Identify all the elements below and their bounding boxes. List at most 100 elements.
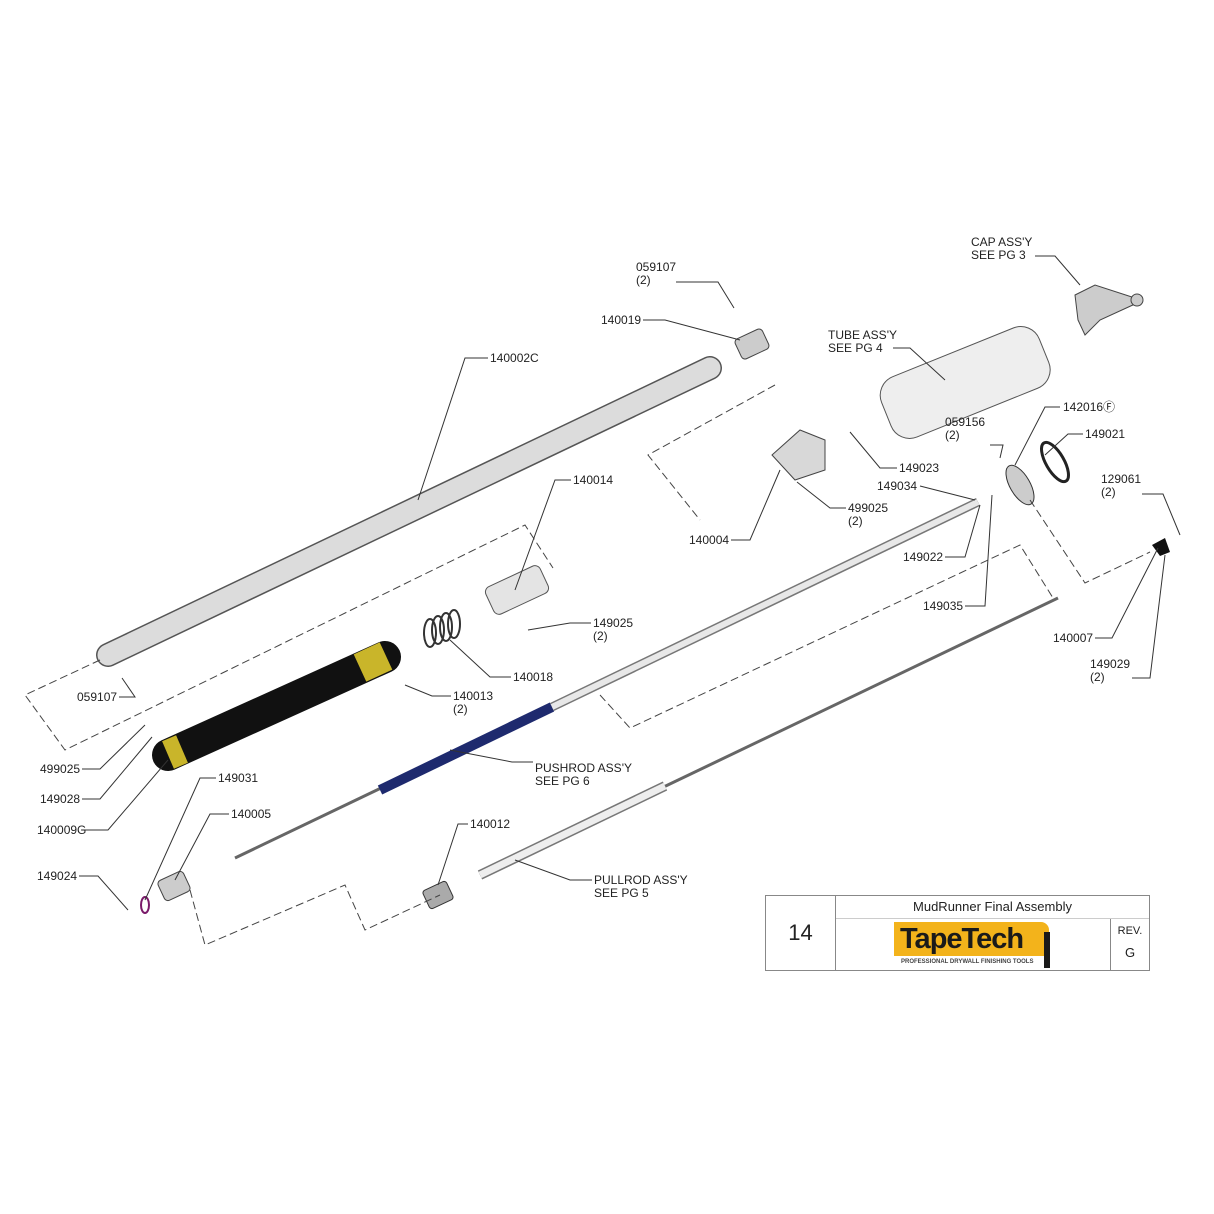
part-callout-label: 140014	[573, 473, 613, 487]
leader-line	[849, 431, 897, 469]
part-callout-label: 499025	[40, 762, 80, 776]
part-140014	[484, 565, 550, 615]
leader-line	[919, 485, 976, 501]
part-142016	[1005, 464, 1035, 506]
part-callout-label: 149024	[37, 869, 77, 883]
part-pushrod-blue	[377, 702, 555, 795]
leader-line	[965, 494, 993, 607]
leader-line	[1044, 433, 1083, 456]
part-callout-label: 149029	[1090, 657, 1130, 671]
part-callout-label: SEE PG 6	[535, 774, 590, 788]
leader-line	[1014, 406, 1060, 466]
leader-line	[449, 639, 511, 678]
leader-line	[79, 875, 129, 911]
part-callout-label: 140004	[689, 533, 729, 547]
part-140019	[734, 328, 770, 360]
revision-cell: REV. G	[1110, 919, 1149, 970]
part-149021-oring	[1040, 440, 1070, 484]
part-pullrod-sleeve-fill	[478, 782, 667, 879]
part-callout-label: 129061	[1101, 472, 1141, 486]
part-callout-label: 149035	[923, 599, 963, 613]
part-callout-label: (2)	[848, 514, 863, 528]
leader-line	[514, 859, 592, 881]
part-callout-label: 149022	[903, 550, 943, 564]
rev-label: REV.	[1117, 925, 1143, 937]
page-number: 14	[766, 896, 836, 970]
leader-line	[1035, 255, 1081, 286]
part-callout-label: TUBE ASS'Y	[828, 328, 897, 342]
leader-line	[449, 749, 533, 763]
part-callout-label: 149021	[1085, 427, 1125, 441]
part-callout-label: (2)	[636, 273, 651, 287]
leader-line	[119, 677, 136, 698]
leader-line	[945, 504, 981, 558]
logo-text: TapeTech	[900, 923, 1024, 955]
part-tube-assy	[879, 326, 1051, 439]
part-callout-label: SEE PG 4	[828, 341, 883, 355]
part-cap-knob	[1130, 293, 1144, 307]
assembly-path	[599, 544, 1054, 729]
part-callout-label: SEE PG 5	[594, 886, 649, 900]
leader-line	[82, 736, 153, 800]
part-cap-assy	[1074, 284, 1136, 336]
part-callout-label: PUSHROD ASS'Y	[535, 761, 632, 775]
part-callout-label: SEE PG 3	[971, 248, 1026, 262]
leader-line	[893, 347, 946, 381]
tapetech-logo: TapeTech PROFESSIONAL DRYWALL FINISHING …	[894, 922, 1054, 968]
leader-line	[676, 281, 735, 309]
assembly-path	[189, 884, 441, 946]
part-140004	[771, 429, 826, 481]
leader-line	[1132, 554, 1166, 679]
part-callout-label: 140002C	[490, 351, 539, 365]
part-callout-label: 140007	[1053, 631, 1093, 645]
leader-line	[514, 479, 571, 591]
part-callout-label: 140012	[470, 817, 510, 831]
part-callout-label: 149034	[877, 479, 917, 493]
part-pushrod-highlight	[550, 499, 980, 710]
assembly-path	[1029, 499, 1151, 584]
part-main-tube-fill	[97, 357, 721, 666]
part-149031	[140, 896, 150, 914]
part-callout-label: CAP ASS'Y	[971, 235, 1032, 249]
title-block: 14 MudRunner Final Assembly TapeTech PRO…	[765, 895, 1150, 971]
part-tube-yellow-end	[162, 735, 188, 769]
leader-line	[404, 684, 451, 697]
logo-bar	[1044, 932, 1050, 968]
part-140007	[1152, 538, 1170, 556]
part-callout-label: (2)	[945, 428, 960, 442]
part-140012	[422, 880, 454, 910]
part-140009G-tube	[152, 641, 401, 771]
part-callout-label: 059156	[945, 415, 985, 429]
leader-line	[81, 759, 169, 831]
part-callout-label: 149023	[899, 461, 939, 475]
part-callout-label: 499025	[848, 501, 888, 515]
drawing-title: MudRunner Final Assembly	[836, 896, 1149, 919]
part-140018-spring	[423, 609, 461, 648]
leader-lines	[79, 255, 1181, 911]
assembly-path	[24, 524, 554, 751]
part-callout-label: 140018	[513, 670, 553, 684]
leader-line	[527, 622, 591, 631]
part-callout-label: (2)	[593, 629, 608, 643]
leader-line	[796, 481, 846, 509]
part-callout-label: 140019	[601, 313, 641, 327]
part-callout-label: 059107	[77, 690, 117, 704]
part-callout-label: 149028	[40, 792, 80, 806]
assembly-path	[647, 384, 776, 521]
part-callout-label: (2)	[453, 702, 468, 716]
leader-line	[144, 777, 216, 901]
part-callout-label: 149025	[593, 616, 633, 630]
leader-line	[437, 823, 468, 886]
part-callout-label: 140005	[231, 807, 271, 821]
part-callout-label: 140013	[453, 689, 493, 703]
part-callout-label: 059107	[636, 260, 676, 274]
leader-line	[174, 813, 229, 881]
part-callout-label: 149031	[218, 771, 258, 785]
logo-box	[894, 922, 1049, 956]
leader-line	[82, 724, 146, 770]
part-callout-label: (2)	[1101, 485, 1116, 499]
leader-line	[990, 444, 1004, 459]
